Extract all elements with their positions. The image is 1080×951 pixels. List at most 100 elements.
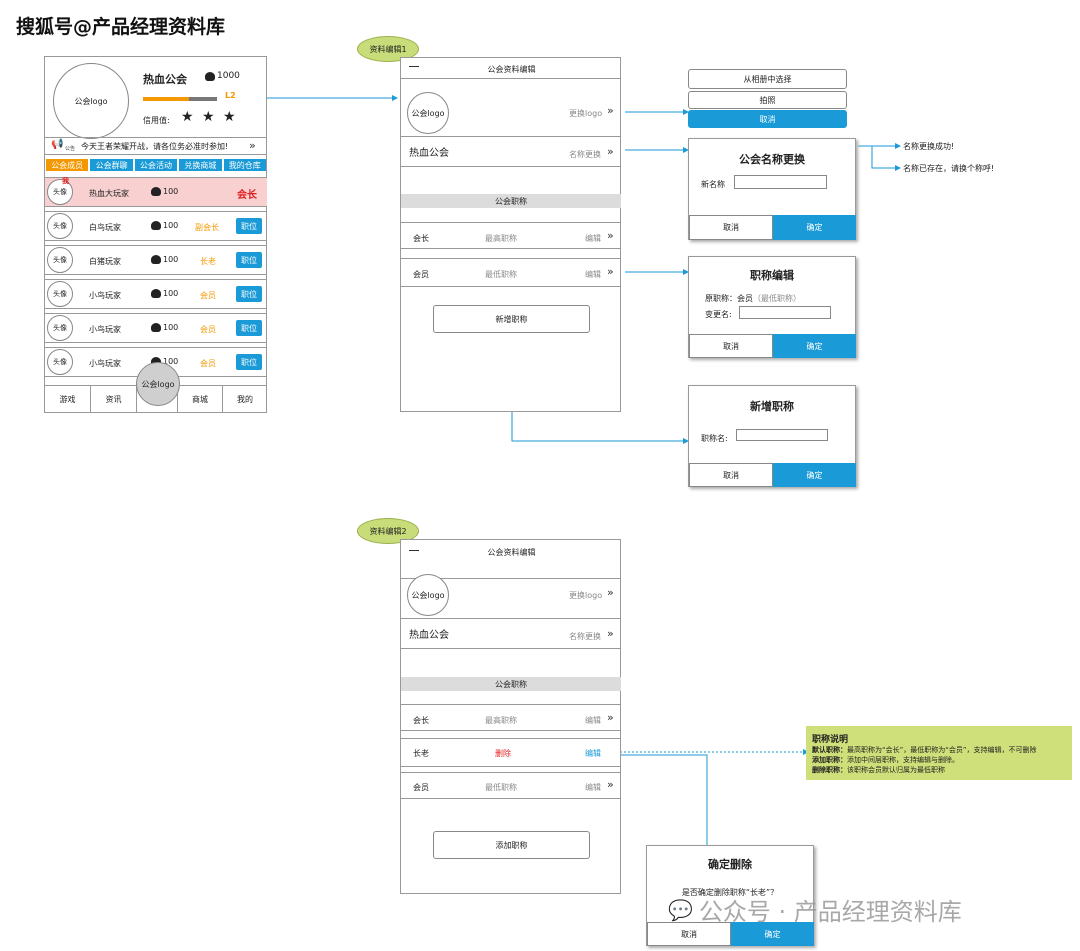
title-edit-cancel-button[interactable]: 取消 <box>689 334 773 358</box>
chevron-right-icon[interactable]: » <box>607 104 614 117</box>
tab-2[interactable]: 公会群聊 <box>90 159 133 171</box>
chevron-right-icon[interactable]: » <box>249 139 256 152</box>
title-edit-dialog: 职称编辑 原职称：会员（最低职称） 变更名: 取消 确定 <box>688 256 856 358</box>
position-button[interactable]: 职位 <box>236 252 262 268</box>
watermark-top: 搜狐号@产品经理资料库 <box>16 16 226 38</box>
member-name: 白猪玩家 <box>89 257 121 266</box>
add-title-label: 职称名: <box>701 434 728 443</box>
back-icon[interactable] <box>409 550 419 551</box>
chevron-right-icon[interactable]: » <box>607 778 614 791</box>
watermark-bottom: 💬 公众号 · 产品经理资料库 <box>668 897 962 927</box>
nav-mine[interactable]: 我的 <box>237 395 253 404</box>
chevron-right-icon[interactable]: » <box>607 229 614 242</box>
credit-stars: ★ ★ ★ <box>181 109 238 125</box>
edit2-change-name[interactable]: 名称更换 <box>569 632 601 641</box>
edit2-logo[interactable]: 公会logo <box>407 574 449 616</box>
edit1-change-name[interactable]: 名称更换 <box>569 150 601 159</box>
chevron-right-icon[interactable]: » <box>607 265 614 278</box>
edit2-title: 公会资料编辑 <box>487 548 536 557</box>
nav-shop[interactable]: 商城 <box>177 386 223 413</box>
edit1-title: 公会资料编辑 <box>487 65 536 74</box>
edit2-add-title-button[interactable]: 添加职称 <box>433 831 590 859</box>
delete-dialog: 确定删除 是否确定删除职称“长老”？ 取消 确定 <box>646 845 814 946</box>
megaphone-icon: 📢 <box>51 139 64 150</box>
add-title-dialog: 新增职称 职称名: 取消 确定 <box>688 385 856 487</box>
chevron-right-icon[interactable]: » <box>607 145 614 158</box>
position-button[interactable]: 职位 <box>236 354 262 370</box>
chevron-right-icon[interactable]: » <box>607 627 614 640</box>
edit1-logo[interactable]: 公会logo <box>407 92 449 134</box>
back-icon[interactable] <box>409 66 419 67</box>
member-name: 小鸟玩家 <box>89 291 121 300</box>
wechat-icon: 💬 <box>668 897 693 922</box>
add-title-cancel-button[interactable]: 取消 <box>689 463 773 487</box>
edit2-row-name: 长老 <box>413 749 429 758</box>
member-role: 长老 <box>200 257 216 266</box>
add-title-dialog-title: 新增职称 <box>750 400 794 413</box>
edit2-row-desc: 最高职称 <box>485 716 517 725</box>
rename-input[interactable] <box>734 175 827 189</box>
member-name: 白鸟玩家 <box>89 223 121 232</box>
photo-album-option[interactable]: 从相册中选择 <box>688 69 847 89</box>
announcement-tag: 公告 <box>65 146 76 152</box>
guild-coins: 1000 <box>205 71 240 81</box>
announcement-text: 今天王者荣耀开战，请各位务必准时参加! <box>81 142 229 151</box>
tab-3[interactable]: 公会活动 <box>134 159 178 171</box>
nav-news[interactable]: 资讯 <box>91 386 137 413</box>
edit1-screen: 公会资料编辑 公会logo 更换logo » 热血公会 名称更换 » 公会职称 … <box>400 57 621 412</box>
nav-guild-logo[interactable]: 公会logo <box>136 362 180 406</box>
edit1-row-edit[interactable]: 编辑 <box>585 234 601 243</box>
member-role: 会员 <box>200 291 216 300</box>
edit1-add-title-button[interactable]: 新增职称 <box>433 305 590 333</box>
edit1-row-name: 会员 <box>413 270 429 279</box>
title-edit-ok-button[interactable]: 确定 <box>773 334 856 358</box>
edit2-row-edit[interactable]: 编辑 <box>585 783 601 792</box>
chevron-right-icon[interactable]: » <box>607 711 614 724</box>
note-line: 默认职称：最高职称为“会长”，最低职称为“会员”，支持编辑，不可删除 <box>812 746 1037 754</box>
edit2-change-logo[interactable]: 更换logo <box>569 591 603 600</box>
delete-dialog-message: 是否确定删除职称“长老”？ <box>681 888 779 897</box>
edit2-row-edit[interactable]: 编辑 <box>585 749 601 758</box>
tab-1[interactable]: 公会成员 <box>46 159 89 171</box>
add-title-input[interactable] <box>736 429 828 441</box>
position-button[interactable]: 职位 <box>236 218 262 234</box>
new-title-input[interactable] <box>739 306 831 319</box>
edit1-change-logo[interactable]: 更换logo <box>569 109 603 118</box>
nav-game[interactable]: 游戏 <box>45 386 91 413</box>
edit2-row-delete[interactable]: 删除 <box>495 749 511 758</box>
coin-icon <box>151 289 161 298</box>
rename-success-text: 名称更换成功! <box>903 142 955 151</box>
add-title-ok-button[interactable]: 确定 <box>773 463 856 487</box>
rename-dialog: 公会名称更换 新名称 取消 确定 <box>688 138 856 240</box>
avatar: 头像 <box>47 247 73 273</box>
position-button[interactable]: 职位 <box>236 286 262 302</box>
chevron-right-icon[interactable]: » <box>607 586 614 599</box>
edit1-row-edit[interactable]: 编辑 <box>585 270 601 279</box>
photo-cancel-button[interactable]: 取消 <box>688 110 847 128</box>
avatar: 头像 <box>47 213 73 239</box>
coin-icon <box>151 221 161 230</box>
new-title-label: 变更名: <box>705 310 732 319</box>
member-role: 会员 <box>200 325 216 334</box>
me-badge: 我 <box>62 177 69 185</box>
tab-5[interactable]: 我的仓库 <box>223 159 266 171</box>
delete-cancel-button[interactable]: 取消 <box>647 922 731 946</box>
photo-camera-option[interactable]: 拍照 <box>688 91 847 109</box>
position-button[interactable]: 职位 <box>236 320 262 336</box>
guild-level: L2 <box>225 91 236 100</box>
member-role: 副会长 <box>195 223 219 232</box>
rename-cancel-button[interactable]: 取消 <box>689 215 773 240</box>
announcement-bar[interactable]: 📢 公告 今天王者荣耀开战，请各位务必准时参加! » <box>45 137 267 155</box>
edit1-section: 公会职称 <box>401 194 621 208</box>
rename-ok-button[interactable]: 确定 <box>773 215 856 240</box>
tab-4[interactable]: 兑换商城 <box>179 159 222 171</box>
edit2-row-edit[interactable]: 编辑 <box>585 716 601 725</box>
guild-logo[interactable]: 公会logo <box>53 63 129 139</box>
coin-icon <box>151 255 161 264</box>
delete-ok-button[interactable]: 确定 <box>731 922 814 946</box>
